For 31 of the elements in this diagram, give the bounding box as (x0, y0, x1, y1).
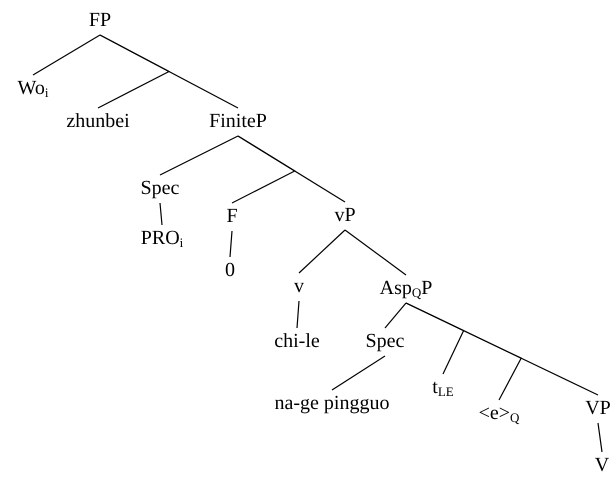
tree-label: na-ge pingguo (274, 393, 390, 413)
tree-label: V (594, 455, 610, 475)
tree-branch (296, 300, 300, 328)
tree-label: F (226, 206, 238, 226)
tree-label: chi-le (274, 331, 320, 351)
tree-branch (100, 34, 238, 109)
tree-branch (32, 34, 100, 76)
tree-branch (344, 230, 406, 276)
tree-label: FiniteP (209, 111, 267, 131)
tree-branch (298, 230, 346, 274)
tree-label: <e>$_{Q}$ (478, 403, 520, 423)
tree-label: v (294, 276, 304, 296)
tree-branch (384, 302, 406, 328)
tree-label: Spec (140, 178, 180, 198)
tree-branch (332, 356, 386, 390)
tree-branch (238, 135, 346, 203)
tree-label: Wo$_{i}$ (18, 78, 48, 98)
tree-branch (229, 230, 233, 258)
tree-branch (159, 202, 163, 226)
tree-branch (406, 302, 598, 396)
tree-branch (160, 135, 238, 176)
tree-label: t$_{LE}$ (432, 377, 454, 397)
tree-label: VP (585, 398, 611, 418)
tree-label: 0 (225, 260, 235, 280)
tree-label: zhunbei (66, 111, 130, 131)
tree-label: Spec (366, 331, 404, 351)
tree-label: PRO$_{i}$ (140, 228, 184, 248)
tree-label: vP (334, 205, 356, 225)
tree-label: Asp$_{Q}$P (380, 278, 432, 298)
tree-label: FP (88, 10, 112, 30)
tree-branch (597, 422, 603, 452)
